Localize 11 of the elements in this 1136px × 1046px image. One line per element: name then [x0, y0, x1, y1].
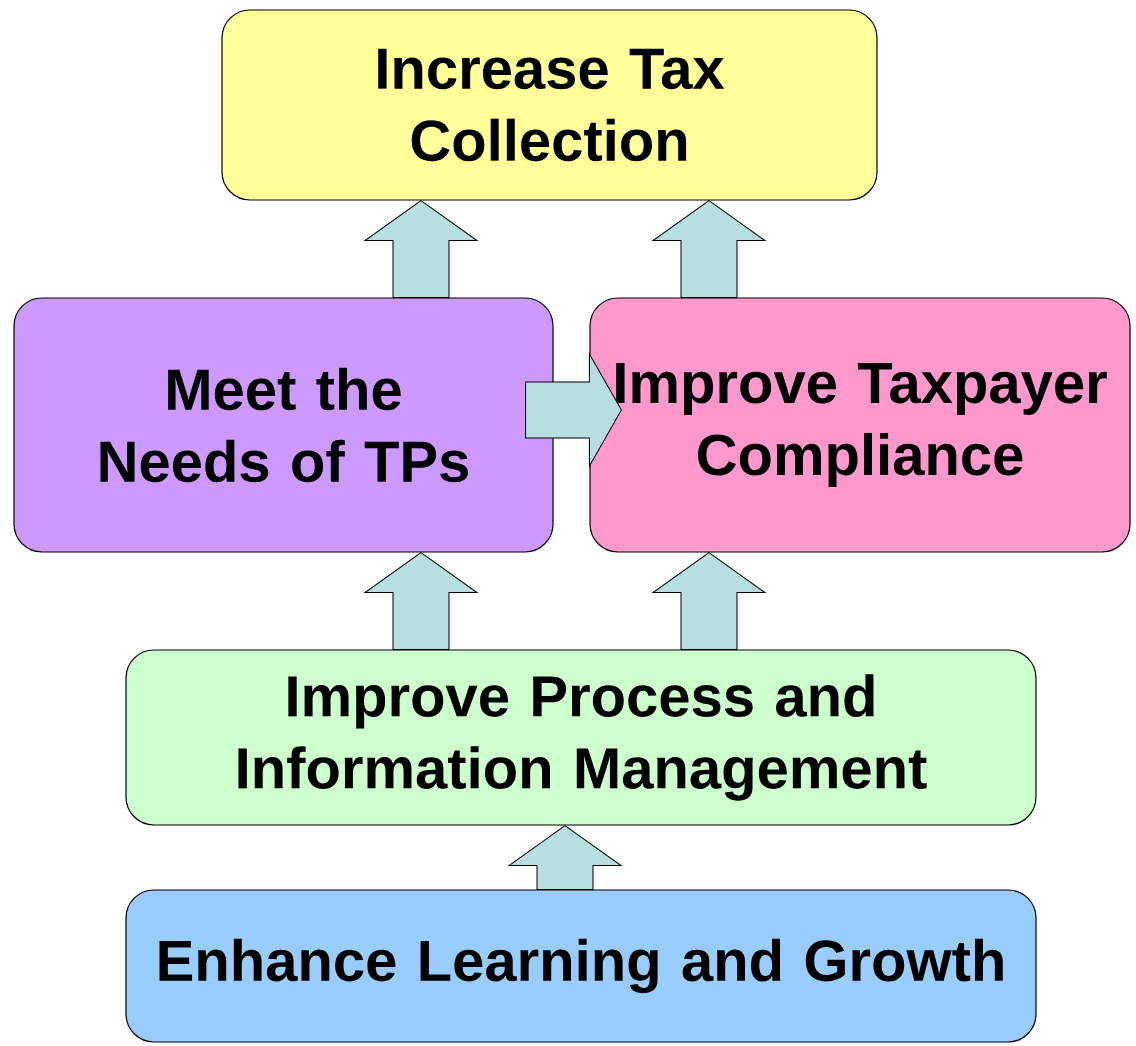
block-arrow: [652, 200, 766, 298]
goal-box: Meet the Needs of TPs: [13, 297, 554, 553]
goal-box: Improve Process and Information Management: [125, 649, 1037, 826]
block-arrow: [652, 552, 766, 650]
block-arrow: [508, 825, 622, 890]
goal-box: Enhance Learning and Growth: [125, 889, 1037, 1043]
block-arrow: [525, 353, 622, 467]
goal-box: Increase Tax Collection: [221, 9, 878, 201]
block-arrow: [364, 200, 478, 298]
block-arrow: [364, 552, 478, 650]
goal-box: Improve Taxpayer Compliance: [589, 297, 1131, 553]
